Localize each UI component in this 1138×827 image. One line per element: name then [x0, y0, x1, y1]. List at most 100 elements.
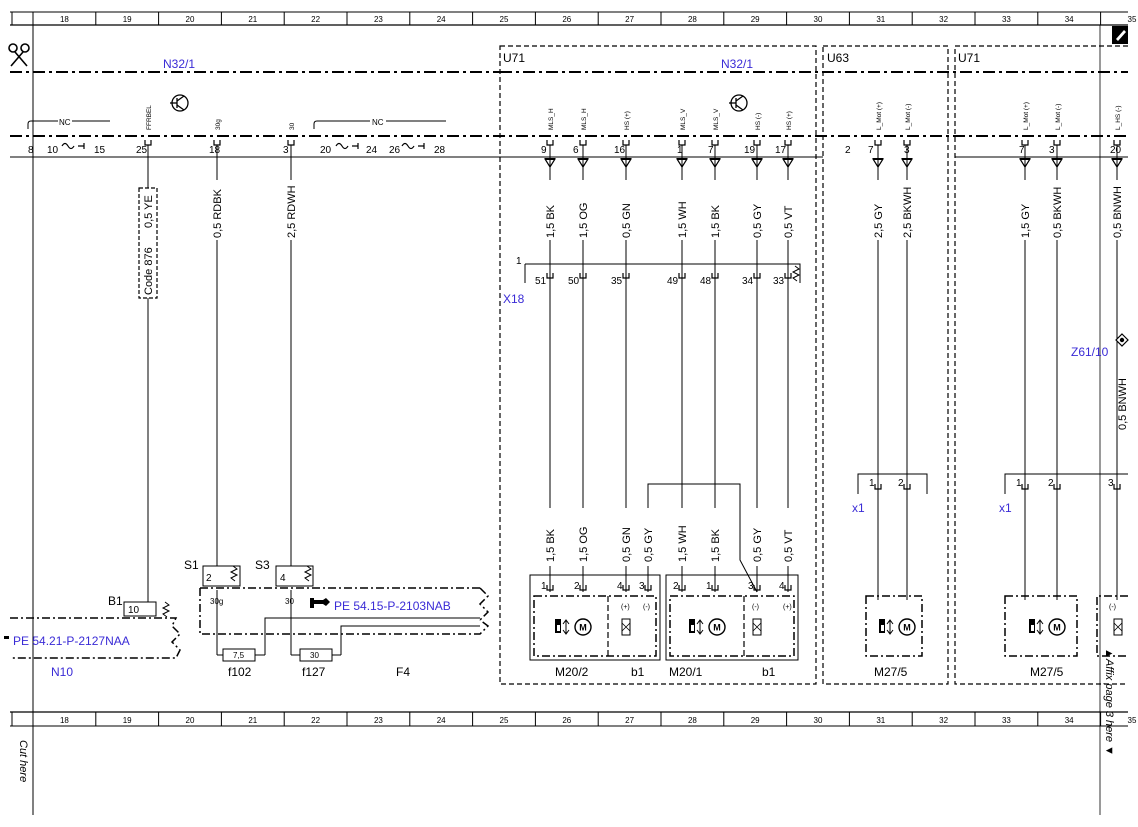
wire-label: 0,5 GY: [752, 527, 764, 562]
connector-pin-number: 28: [434, 145, 446, 156]
wire-label: 1,5 BK: [710, 528, 722, 562]
connector-pin-number: 6: [573, 145, 579, 156]
connector-pin-number: 20: [320, 145, 332, 156]
wire-label: 0,5 BNWH: [1112, 186, 1124, 238]
module-n32-1-right: N32/1: [721, 57, 753, 71]
grid-column-label: 29: [751, 15, 760, 24]
n10-pin: 10: [128, 605, 140, 616]
motor-pin-sign: (+): [621, 604, 630, 611]
x1-pin-number: 2: [898, 478, 904, 489]
grid-column-label: 24: [437, 15, 446, 24]
wire-label: 0,5 BKWH: [1052, 187, 1064, 238]
code-876-box: [138, 187, 158, 299]
scissors-icon: [8, 43, 30, 67]
x1-pin-number: 1: [869, 478, 875, 489]
grid-column-label: 29: [751, 716, 760, 725]
wire-label: 1,5 BK: [710, 204, 722, 238]
connector-pin-number: 3: [1049, 145, 1055, 156]
connector-pin-number: 18: [209, 145, 221, 156]
grid-column-label: 35: [1128, 15, 1137, 24]
affix-page-label: ▲Affix page 3 here ▼: [1103, 648, 1115, 756]
connector-signal-label: L_Mot (-): [905, 104, 912, 130]
terminal-30g: 30g: [210, 597, 223, 606]
page-corner-icon: [1112, 26, 1128, 44]
s3-label: S3: [255, 558, 270, 572]
x18-first-pin: 1: [516, 256, 522, 267]
wire-label: 2,5 RDWH: [286, 185, 298, 238]
grid-column-label: 28: [688, 15, 697, 24]
grid-column-label: 34: [1065, 716, 1074, 725]
sensor-icon: [752, 618, 762, 636]
transistor-icon: [729, 94, 748, 112]
x1-label-b: x1: [999, 501, 1012, 515]
motor-pin-sign: (-): [643, 604, 650, 611]
connector-pin-number: 3: [283, 145, 289, 156]
m27-5-label-b: M27/5: [1030, 665, 1064, 679]
grid-column-label: 30: [814, 716, 823, 725]
grid-column-label: 21: [248, 716, 257, 725]
wire-label: 2,5 BKWH: [902, 187, 914, 238]
wire-label: 1,5 GY: [1020, 203, 1032, 238]
connector-pin-number: 7: [1019, 145, 1025, 156]
n10-ref-link[interactable]: PE 54.21-P-2127NAA: [13, 634, 130, 648]
s1-label: S1: [184, 558, 199, 572]
wire-label: 0,5 YE: [143, 195, 155, 228]
fuse-block-f4: [199, 565, 490, 662]
motor-pin-number: 2: [673, 581, 679, 592]
module-u63-box: [822, 45, 949, 685]
n10-label: N10: [51, 665, 73, 679]
f102-label: f102: [228, 665, 252, 679]
connector-pin-number: 20: [1110, 145, 1122, 156]
x18-pin-number: 33: [773, 276, 785, 287]
module-u63: U63: [827, 51, 849, 65]
grid-column-label: 32: [939, 716, 948, 725]
x18-pin-number: 49: [667, 276, 679, 287]
motor-icon: M: [689, 618, 726, 636]
connector-signal-label: L_Mot (+): [876, 102, 883, 130]
motor-pin-number: 3: [748, 581, 754, 592]
m20-1-label: M20/1: [669, 665, 703, 679]
connector-signal-label: HS (+): [624, 111, 631, 130]
connector-signal-label: MLS_V: [680, 108, 687, 130]
x1-label-a: x1: [852, 501, 865, 515]
connector-pin-symbols: [144, 139, 1123, 168]
x1-pin-number: 1: [1016, 478, 1022, 489]
grid-column-label: 31: [876, 716, 885, 725]
connector-signal-label: L_Mot (-): [1055, 104, 1062, 130]
motor-pin-number: 4: [779, 581, 785, 592]
wire-label: 1,5 OG: [578, 527, 590, 562]
motor-icon: M: [1029, 618, 1066, 636]
f127-rating: 30: [310, 651, 319, 660]
connector-signal-label: L_HS (-): [1115, 105, 1122, 130]
connector-signal-label: MLS_H: [548, 108, 555, 130]
svg-text:M: M: [579, 623, 587, 633]
grid-column-label: 20: [186, 15, 195, 24]
grid-column-label: 33: [1002, 716, 1011, 725]
grid-column-label: 27: [625, 15, 634, 24]
module-u71-a: U71: [503, 51, 525, 65]
grid-column-label: 23: [374, 716, 383, 725]
connector-signal-label: L_Mot (+): [1023, 102, 1030, 130]
motor-pin-number: 4: [617, 581, 623, 592]
b1-label-a: b1: [631, 665, 645, 679]
x18-label: X18: [503, 292, 525, 306]
wire-label: 0,5 VT: [783, 205, 795, 238]
connector-signal-label: MLS_H: [581, 108, 588, 130]
grid-column-label: 22: [311, 716, 320, 725]
grid-column-label: 35: [1128, 716, 1137, 725]
s1-pin: 2: [206, 573, 212, 584]
terminal-30: 30: [285, 597, 294, 606]
jumper-links: [61, 142, 425, 150]
grid-column-label: 23: [374, 15, 383, 24]
fuse-ref-link[interactable]: PE 54.15-P-2103NAB: [334, 599, 451, 613]
wire-label: 1,5 WH: [677, 525, 689, 562]
motor-pin-sign: (+): [783, 604, 792, 611]
sensor-icon: [621, 618, 631, 636]
connector-pin-number: 25: [136, 145, 148, 156]
